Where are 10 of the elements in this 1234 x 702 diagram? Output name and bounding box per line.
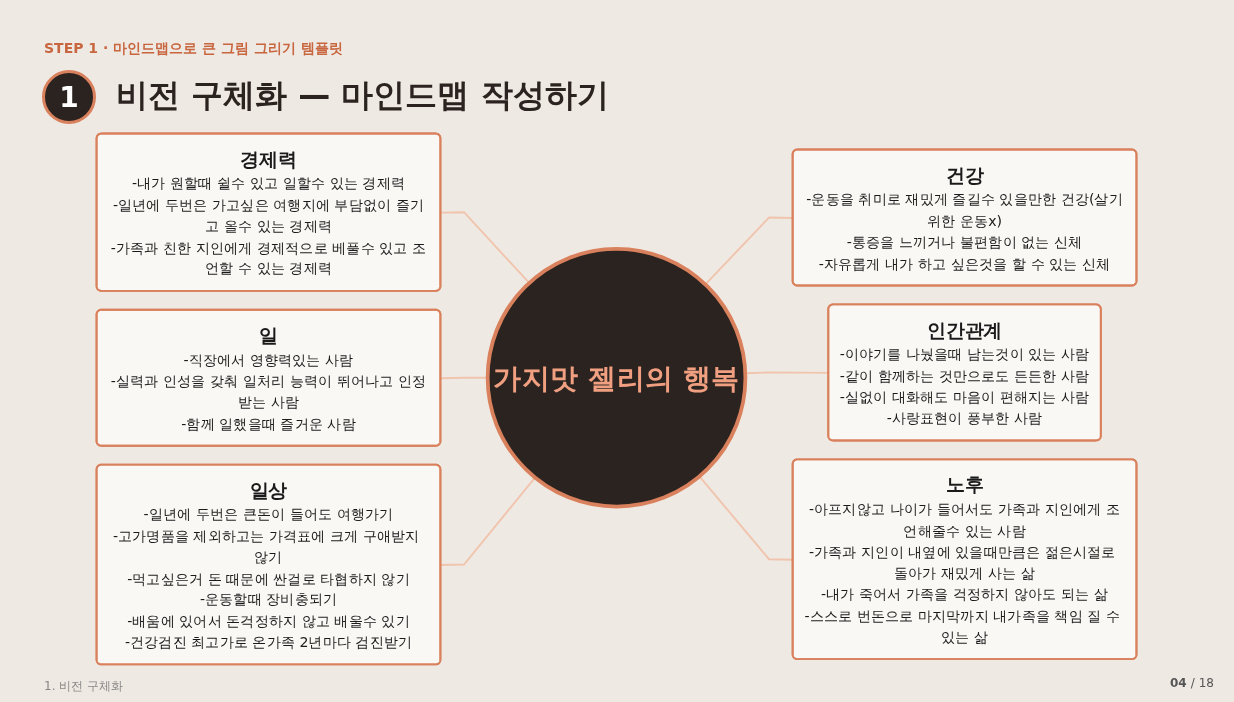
page-total: 18 — [1198, 676, 1214, 690]
connector — [440, 476, 537, 566]
slide-title: 비전 구체화 — 마인드맵 작성하기 — [116, 75, 609, 116]
node-circle: 가지맛 젤리의 행복 — [486, 246, 748, 509]
page-number: 04 — [1169, 676, 1187, 690]
step-number-badge: 1 — [42, 70, 96, 124]
footer-section-name: 1. 비전 구체화 — [44, 678, 124, 695]
step-caption: STEP 1 · 마인드맵으로 큰 그림 그리기 템플릿 — [44, 40, 343, 58]
page-separator: / — [1190, 676, 1195, 690]
connector — [440, 211, 531, 284]
